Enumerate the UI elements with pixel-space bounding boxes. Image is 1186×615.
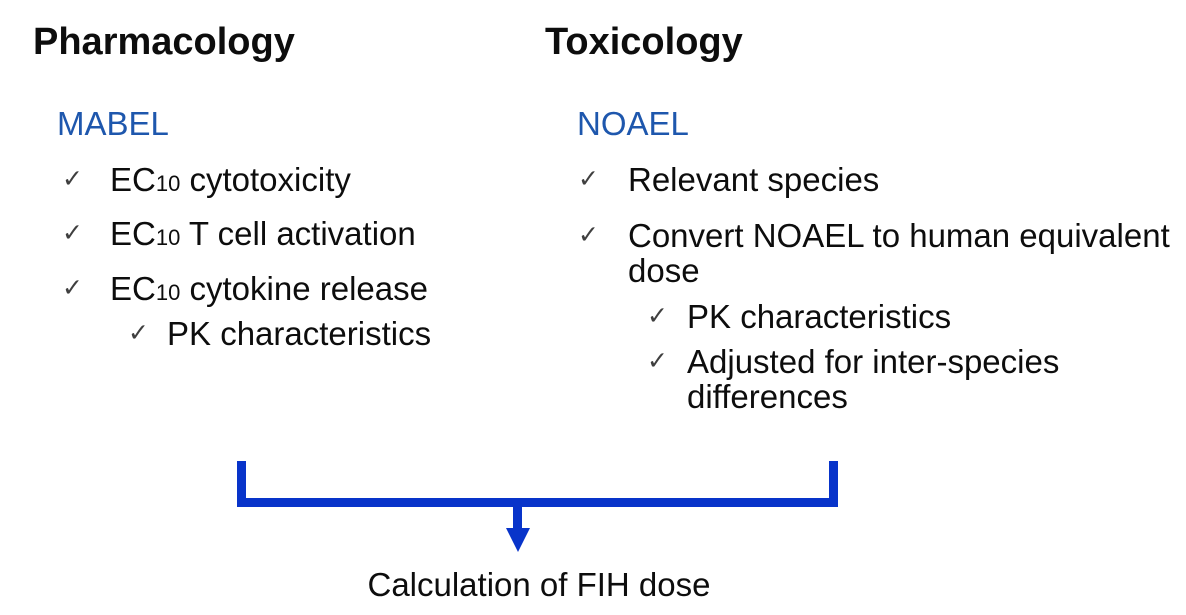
down-arrow-icon <box>506 528 530 552</box>
check-icon: ✓ <box>578 221 599 249</box>
list-subitem: ✓ PK characteristics <box>647 299 951 334</box>
list-item: ✓ Relevant species <box>578 162 879 197</box>
list-item-label: EC10 cytokine release <box>110 271 428 310</box>
check-icon: ✓ <box>62 274 83 302</box>
check-icon: ✓ <box>62 165 83 193</box>
item-text-subscript: 10 <box>155 280 181 305</box>
item-text-subscript: 10 <box>155 171 181 196</box>
item-text-pre: EC <box>110 270 156 307</box>
list-subitem: ✓ Adjusted for inter-species differences <box>647 344 1087 414</box>
check-icon: ✓ <box>128 319 149 347</box>
arrow-stem <box>513 505 522 529</box>
merge-bracket <box>237 461 838 507</box>
check-icon: ✓ <box>647 302 668 330</box>
check-icon: ✓ <box>62 219 83 247</box>
list-item: ✓ Convert NOAEL to human equivalent dose <box>578 218 1186 288</box>
mabel-label: MABEL <box>57 105 169 142</box>
item-text-pre: EC <box>110 215 156 252</box>
item-text-pre: EC <box>110 161 156 198</box>
item-text-post: cytotoxicity <box>180 161 351 198</box>
toxicology-heading: Toxicology <box>545 21 743 63</box>
item-text-subscript: 10 <box>155 225 181 250</box>
check-icon: ✓ <box>578 165 599 193</box>
noael-label: NOAEL <box>577 105 689 142</box>
list-item: ✓ EC10 cytotoxicity <box>62 162 351 201</box>
list-subitem-label: PK characteristics <box>687 298 952 335</box>
list-item: ✓ EC10 cytokine release <box>62 271 428 310</box>
list-item-label: Relevant species <box>628 161 880 198</box>
list-subitem-label: PK characteristics <box>167 315 432 352</box>
check-icon: ✓ <box>647 347 668 375</box>
list-item-label: Convert NOAEL to human equivalent dose <box>628 217 1170 289</box>
item-text-post: T cell activation <box>180 215 416 252</box>
fih-dose-label: Calculation of FIH dose <box>367 566 711 603</box>
list-subitem-label: Adjusted for inter-species differences <box>687 343 1060 415</box>
list-item-label: EC10 T cell activation <box>110 216 416 255</box>
list-item-label: EC10 cytotoxicity <box>110 162 351 201</box>
item-text-post: cytokine release <box>180 270 428 307</box>
pharmacology-heading: Pharmacology <box>33 21 295 63</box>
list-subitem: ✓ PK characteristics <box>128 316 431 351</box>
list-item: ✓ EC10 T cell activation <box>62 216 416 255</box>
